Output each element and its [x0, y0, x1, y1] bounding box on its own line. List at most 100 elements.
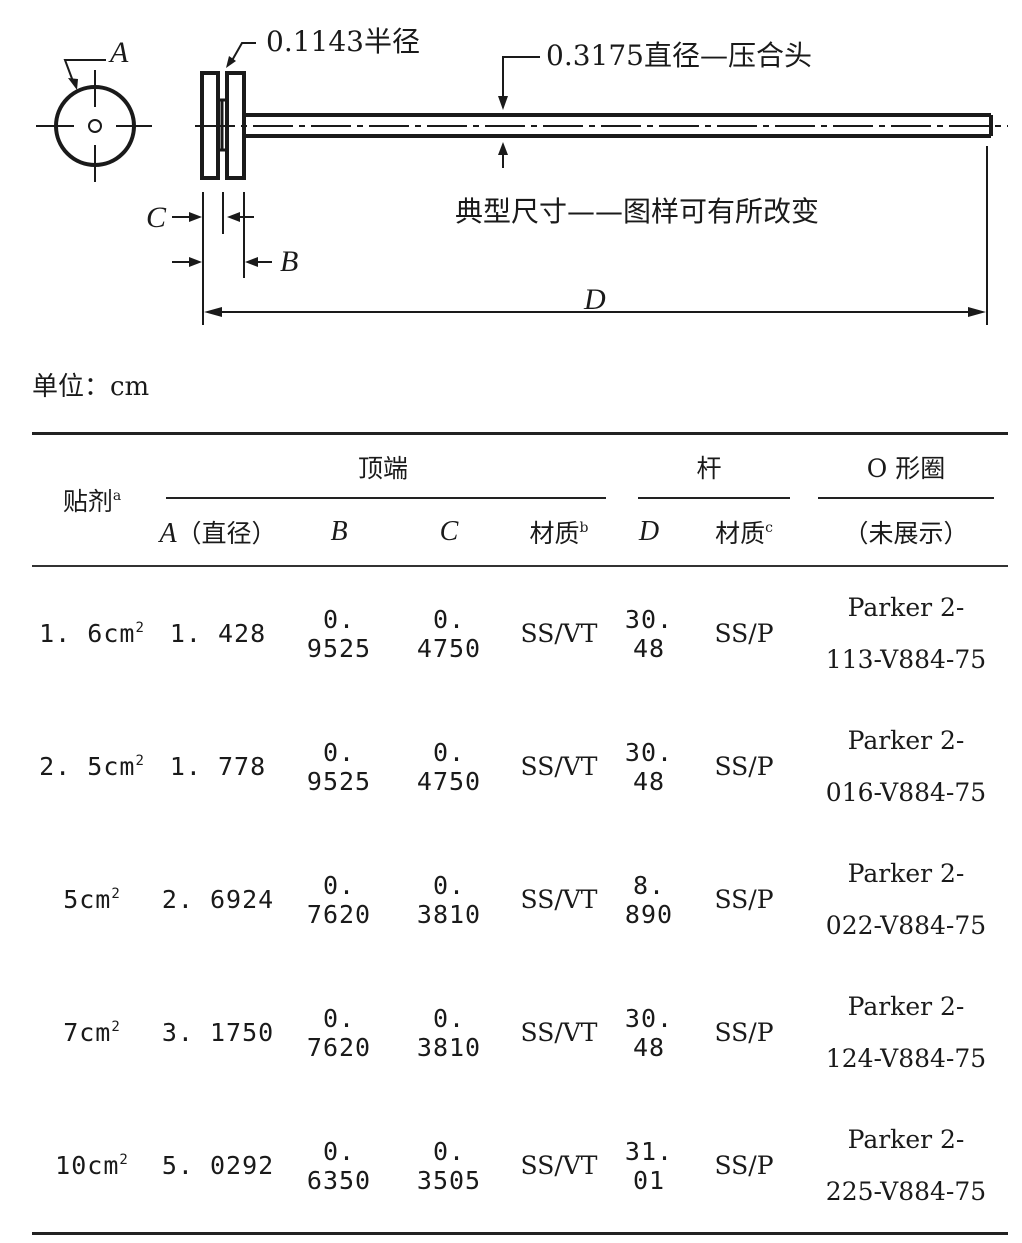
- header-oring-label: O 形圈: [866, 454, 946, 483]
- top-group-underline: [166, 497, 606, 499]
- footnote-a: a: [112, 488, 122, 504]
- header-D: D: [614, 499, 684, 566]
- oring-line-2: 113-V884-75: [825, 644, 987, 674]
- cell-B: 0. 9525: [306, 737, 372, 796]
- table-row: 1. 6cm2 1. 428 0. 9525 0. 4750 SS/VT 30.…: [32, 566, 1008, 700]
- diameter-note: 0.3175直径—压合头: [546, 39, 812, 72]
- superscript: 2: [119, 1152, 129, 1168]
- patch-size: 7cm: [63, 1018, 112, 1047]
- oring-line-1: Parker 2-: [847, 725, 965, 755]
- header-top-label: 顶端: [357, 454, 408, 483]
- cell-top-material: SS/VT: [520, 752, 598, 781]
- cell-oring: Parker 2- 225-V884-75: [804, 1099, 1008, 1234]
- patch-size: 5cm: [63, 885, 112, 914]
- patch-spec-table: 贴剂a 顶端 杆 O 形圈 A（直径） B C 材质b D 材质c （未展示）: [32, 432, 1008, 1235]
- cell-rod-material: SS/P: [714, 752, 774, 781]
- cell-D: 31. 01: [624, 1136, 674, 1195]
- footnote-b: b: [579, 520, 589, 536]
- header-A: A（直径）: [152, 499, 284, 566]
- cell-top-material: SS/VT: [520, 885, 598, 914]
- cell-top-material: SS/VT: [520, 1018, 598, 1047]
- cell-A: 3. 1750: [161, 1018, 275, 1047]
- cell-oring: Parker 2- 113-V884-75: [804, 566, 1008, 700]
- cell-A: 1. 428: [169, 619, 267, 648]
- oring-line-1: Parker 2-: [847, 991, 965, 1021]
- superscript: 2: [135, 620, 145, 636]
- header-rod-material-label: 材质: [715, 519, 766, 548]
- cell-C: 0. 4750: [416, 737, 482, 796]
- cell-patch: 5cm2: [32, 833, 152, 966]
- cell-C: 0. 4750: [416, 604, 482, 663]
- cell-C: 0. 3810: [416, 870, 482, 929]
- technical-drawing: A 0.1143半径 0.3175直径—压合头 C B D 典型尺寸——图样可有…: [0, 0, 1022, 340]
- superscript: 2: [111, 886, 121, 902]
- cell-rod-material: SS/P: [714, 1151, 774, 1180]
- cell-A: 1. 778: [169, 752, 267, 781]
- patch-size: 2. 5cm: [39, 752, 136, 781]
- dimension-label-A: A: [110, 36, 129, 69]
- oring-line-2: 124-V884-75: [825, 1043, 987, 1073]
- header-A-suffix: （直径）: [176, 519, 277, 548]
- header-oring-note: （未展示）: [804, 499, 1008, 566]
- table-row: 5cm2 2. 6924 0. 7620 0. 3810 SS/VT 8. 89…: [32, 833, 1008, 966]
- cell-A: 2. 6924: [161, 885, 275, 914]
- oring-line-1: Parker 2-: [847, 858, 965, 888]
- table-row: 10cm2 5. 0292 0. 6350 0. 3505 SS/VT 31. …: [32, 1099, 1008, 1234]
- cell-A: 5. 0292: [161, 1151, 275, 1180]
- cell-D: 8. 890: [624, 870, 674, 929]
- cell-oring: Parker 2- 022-V884-75: [804, 833, 1008, 966]
- dimension-label-C: C: [146, 201, 167, 234]
- header-B: B: [284, 499, 394, 566]
- cell-B: 0. 9525: [306, 604, 372, 663]
- dimension-label-B: B: [280, 245, 299, 278]
- radius-note: 0.1143半径: [266, 25, 420, 58]
- typical-dimensions-note: 典型尺寸——图样可有所改变: [455, 195, 820, 228]
- drawing-lines: [36, 42, 1008, 325]
- footnote-c: c: [765, 520, 773, 536]
- header-top-group: 顶端: [152, 434, 614, 499]
- cell-top-material: SS/VT: [520, 619, 598, 648]
- header-D-var: D: [638, 516, 660, 547]
- oring-group-underline: [818, 497, 994, 499]
- cell-patch: 7cm2: [32, 966, 152, 1099]
- cell-B: 0. 7620: [306, 870, 372, 929]
- table-row: 2. 5cm2 1. 778 0. 9525 0. 4750 SS/VT 30.…: [32, 700, 1008, 833]
- header-B-var: B: [330, 516, 348, 547]
- header-rod-material: 材质c: [684, 499, 804, 566]
- patch-size: 1. 6cm: [39, 619, 136, 648]
- cell-C: 0. 3810: [416, 1003, 482, 1062]
- cell-patch: 10cm2: [32, 1099, 152, 1234]
- header-patch-label: 贴剂: [62, 487, 113, 516]
- header-top-material-label: 材质: [529, 519, 580, 548]
- oring-line-2: 022-V884-75: [825, 910, 987, 940]
- cell-C: 0. 3505: [416, 1136, 482, 1195]
- header-oring-group: O 形圈: [804, 434, 1008, 499]
- superscript: 2: [135, 753, 145, 769]
- header-patch: 贴剂a: [32, 434, 152, 567]
- cell-rod-material: SS/P: [714, 1018, 774, 1047]
- header-rod-label: 杆: [696, 454, 722, 483]
- oring-line-2: 225-V884-75: [825, 1176, 987, 1206]
- dimension-label-D: D: [584, 283, 606, 316]
- cell-patch: 2. 5cm2: [32, 700, 152, 833]
- cell-oring: Parker 2- 016-V884-75: [804, 700, 1008, 833]
- rod-group-underline: [638, 497, 790, 499]
- header-C-var: C: [439, 516, 459, 547]
- cell-rod-material: SS/P: [714, 619, 774, 648]
- oring-line-2: 016-V884-75: [825, 777, 987, 807]
- cell-B: 0. 7620: [306, 1003, 372, 1062]
- oring-line-1: Parker 2-: [847, 1124, 965, 1154]
- patch-size: 10cm: [55, 1151, 120, 1180]
- cell-D: 30. 48: [624, 1003, 674, 1062]
- cell-D: 30. 48: [624, 604, 674, 663]
- header-A-var: A: [159, 518, 177, 549]
- header-C: C: [394, 499, 504, 566]
- cell-D: 30. 48: [624, 737, 674, 796]
- oring-line-1: Parker 2-: [847, 592, 965, 622]
- units-label: 单位：cm: [32, 372, 150, 402]
- header-oring-note-label: （未展示）: [843, 519, 969, 548]
- header-top-material: 材质b: [504, 499, 614, 566]
- cell-rod-material: SS/P: [714, 885, 774, 914]
- cell-patch: 1. 6cm2: [32, 566, 152, 700]
- cell-B: 0. 6350: [306, 1136, 372, 1195]
